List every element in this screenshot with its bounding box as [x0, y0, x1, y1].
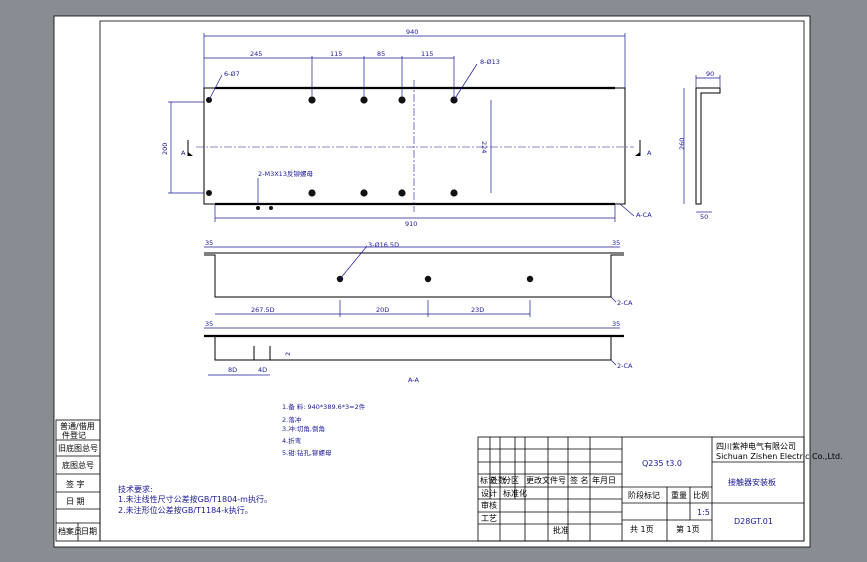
hole-large	[398, 96, 406, 104]
rev-header: 分区	[503, 476, 519, 485]
hole-large	[360, 189, 368, 197]
dim-bottom-1: 8D	[228, 366, 237, 374]
front-view: 35 35 3-Ø16.5D 267.5D 20D 23D 2-CA	[204, 239, 633, 317]
role-label: 工艺	[481, 514, 497, 523]
side-panel-row: 底图总号	[62, 460, 94, 470]
dim-bottom-3: 2	[284, 352, 292, 356]
side-panel-row: 旧底图总号	[58, 443, 98, 453]
section-marker-left: A	[181, 149, 186, 157]
dim-pitch-1: 245	[250, 50, 262, 58]
tech-requirements: 技术要求: 1.未注线性尺寸公差按GB/T1804-m执行。 2.未注形位公差按…	[118, 484, 272, 515]
dim-flange-left: 35	[205, 239, 213, 247]
tech-note: 1.未注线性尺寸公差按GB/T1804-m执行。	[118, 494, 272, 504]
dim-mid-spacing-2: 20D	[376, 306, 389, 314]
side-panel-row: 普通/借用	[60, 421, 95, 431]
dim-bottom-2: 4D	[258, 366, 267, 374]
callout-corner: A-CA	[636, 211, 652, 219]
title-block: 标记 处数 分区 更改文件号 签 名 年月日 设计 标准化 审核 工艺 批准 Q…	[477, 436, 843, 542]
side-panel-row: 签 字	[66, 479, 85, 489]
sheet-number: 第 1页	[676, 524, 700, 534]
hole-large	[308, 189, 316, 197]
dim-bottom-flange-right: 35	[612, 320, 620, 328]
rev-header: 处数	[490, 475, 506, 485]
side-panel-row: 日期	[81, 527, 97, 536]
drawing-frame	[99, 20, 805, 542]
process-note: 1.备 料: 940*389.6*3=2件	[282, 402, 366, 411]
sheet-total: 共 1页	[630, 525, 654, 534]
dim-pitch-3: 85	[377, 50, 385, 58]
hole-large	[450, 189, 458, 197]
process-note: 4.折弯	[282, 436, 302, 445]
company-name-cn: 四川紫神电气有限公司	[716, 441, 796, 451]
hole-large	[360, 96, 368, 104]
bottom-view: 35 35 8D 4D 2 2-CA A-A	[204, 320, 633, 384]
rev-header: 年月日	[592, 475, 616, 485]
company-name-en: Sichuan Zishen Electric Co.,Ltd.	[716, 452, 843, 461]
dim-pitch-2: 115	[330, 50, 342, 58]
role-label: 标准化	[503, 488, 527, 498]
rev-header: 更改文件号	[526, 475, 566, 485]
tech-note: 2.未注形位公差按GB/T1184-k执行。	[118, 505, 253, 515]
side-panel: 普通/借用 件登记 旧底图总号 底图总号 签 字 日 期 档案员 日期	[55, 419, 101, 542]
process-note: 3.冲:切角,倒角	[282, 424, 325, 433]
side-panel-row: 档案员	[58, 526, 82, 536]
process-notes: 1.备 料: 940*389.6*3=2件 2.落冲 3.冲:切角,倒角 4.折…	[282, 402, 366, 457]
callout-rivet: 2-M3X13反铆螺母	[258, 169, 313, 178]
side-panel-row: 日 期	[66, 497, 85, 506]
hole-mid	[424, 275, 432, 283]
dim-flange-right: 35	[612, 239, 620, 247]
rev-header: 标记	[480, 475, 496, 485]
callout-corner-3: 2-CA	[617, 362, 633, 370]
process-note: 2.落冲	[282, 415, 302, 424]
weight-label: 重量	[671, 490, 687, 500]
tech-title: 技术要求:	[118, 484, 153, 494]
stage-mark-label: 阶段标记	[628, 490, 660, 500]
dim-bottom-flange-left: 35	[205, 320, 213, 328]
dim-side-bottom: 50	[700, 213, 708, 221]
callout-mid-holes: 3-Ø16.5D	[368, 241, 399, 249]
callout-corner-2: 2-CA	[617, 299, 633, 307]
dim-side-width: 90	[706, 70, 714, 78]
dim-height-inner: 224	[480, 141, 488, 153]
section-marker-right: A	[647, 149, 652, 157]
rivet-nut	[256, 206, 260, 210]
dim-side-height: 260	[678, 138, 686, 150]
material-label: Q235 t3.0	[642, 459, 682, 468]
paper-sheet	[53, 15, 811, 548]
dim-mid-spacing-3: 23D	[471, 306, 484, 314]
role-label: 审核	[481, 500, 497, 510]
process-note: 5.钳:钻孔,铆螺母	[282, 448, 332, 457]
drawing-number: D28GT.01	[734, 517, 773, 526]
dim-inner-width: 910	[405, 220, 417, 228]
scale-value: 1:5	[697, 508, 710, 517]
dim-pitch-4: 115	[421, 50, 433, 58]
top-view: 940 245 115 85 115 6-Ø7	[161, 28, 652, 228]
part-name: 接触器安装板	[728, 477, 776, 487]
dim-height-outer: 200	[161, 143, 169, 155]
side-panel-row: 件登记	[62, 430, 86, 440]
dim-overall-width: 940	[406, 28, 418, 36]
scale-label: 比例	[693, 490, 709, 500]
rev-header: 签 名	[570, 475, 589, 485]
role-label: 设计	[481, 488, 497, 498]
hole-large	[308, 96, 316, 104]
rivet-nut	[269, 206, 273, 210]
dim-mid-spacing-1: 267.5D	[251, 306, 275, 314]
section-label: A-A	[408, 376, 420, 384]
role-label: 批准	[553, 525, 569, 535]
side-view: 90 260 50	[678, 70, 721, 221]
hole-small	[206, 190, 212, 196]
hole-mid	[526, 275, 534, 283]
callout-large-holes: 8-Ø13	[480, 58, 500, 66]
hole-large	[398, 189, 406, 197]
callout-small-holes: 6-Ø7	[224, 70, 240, 78]
